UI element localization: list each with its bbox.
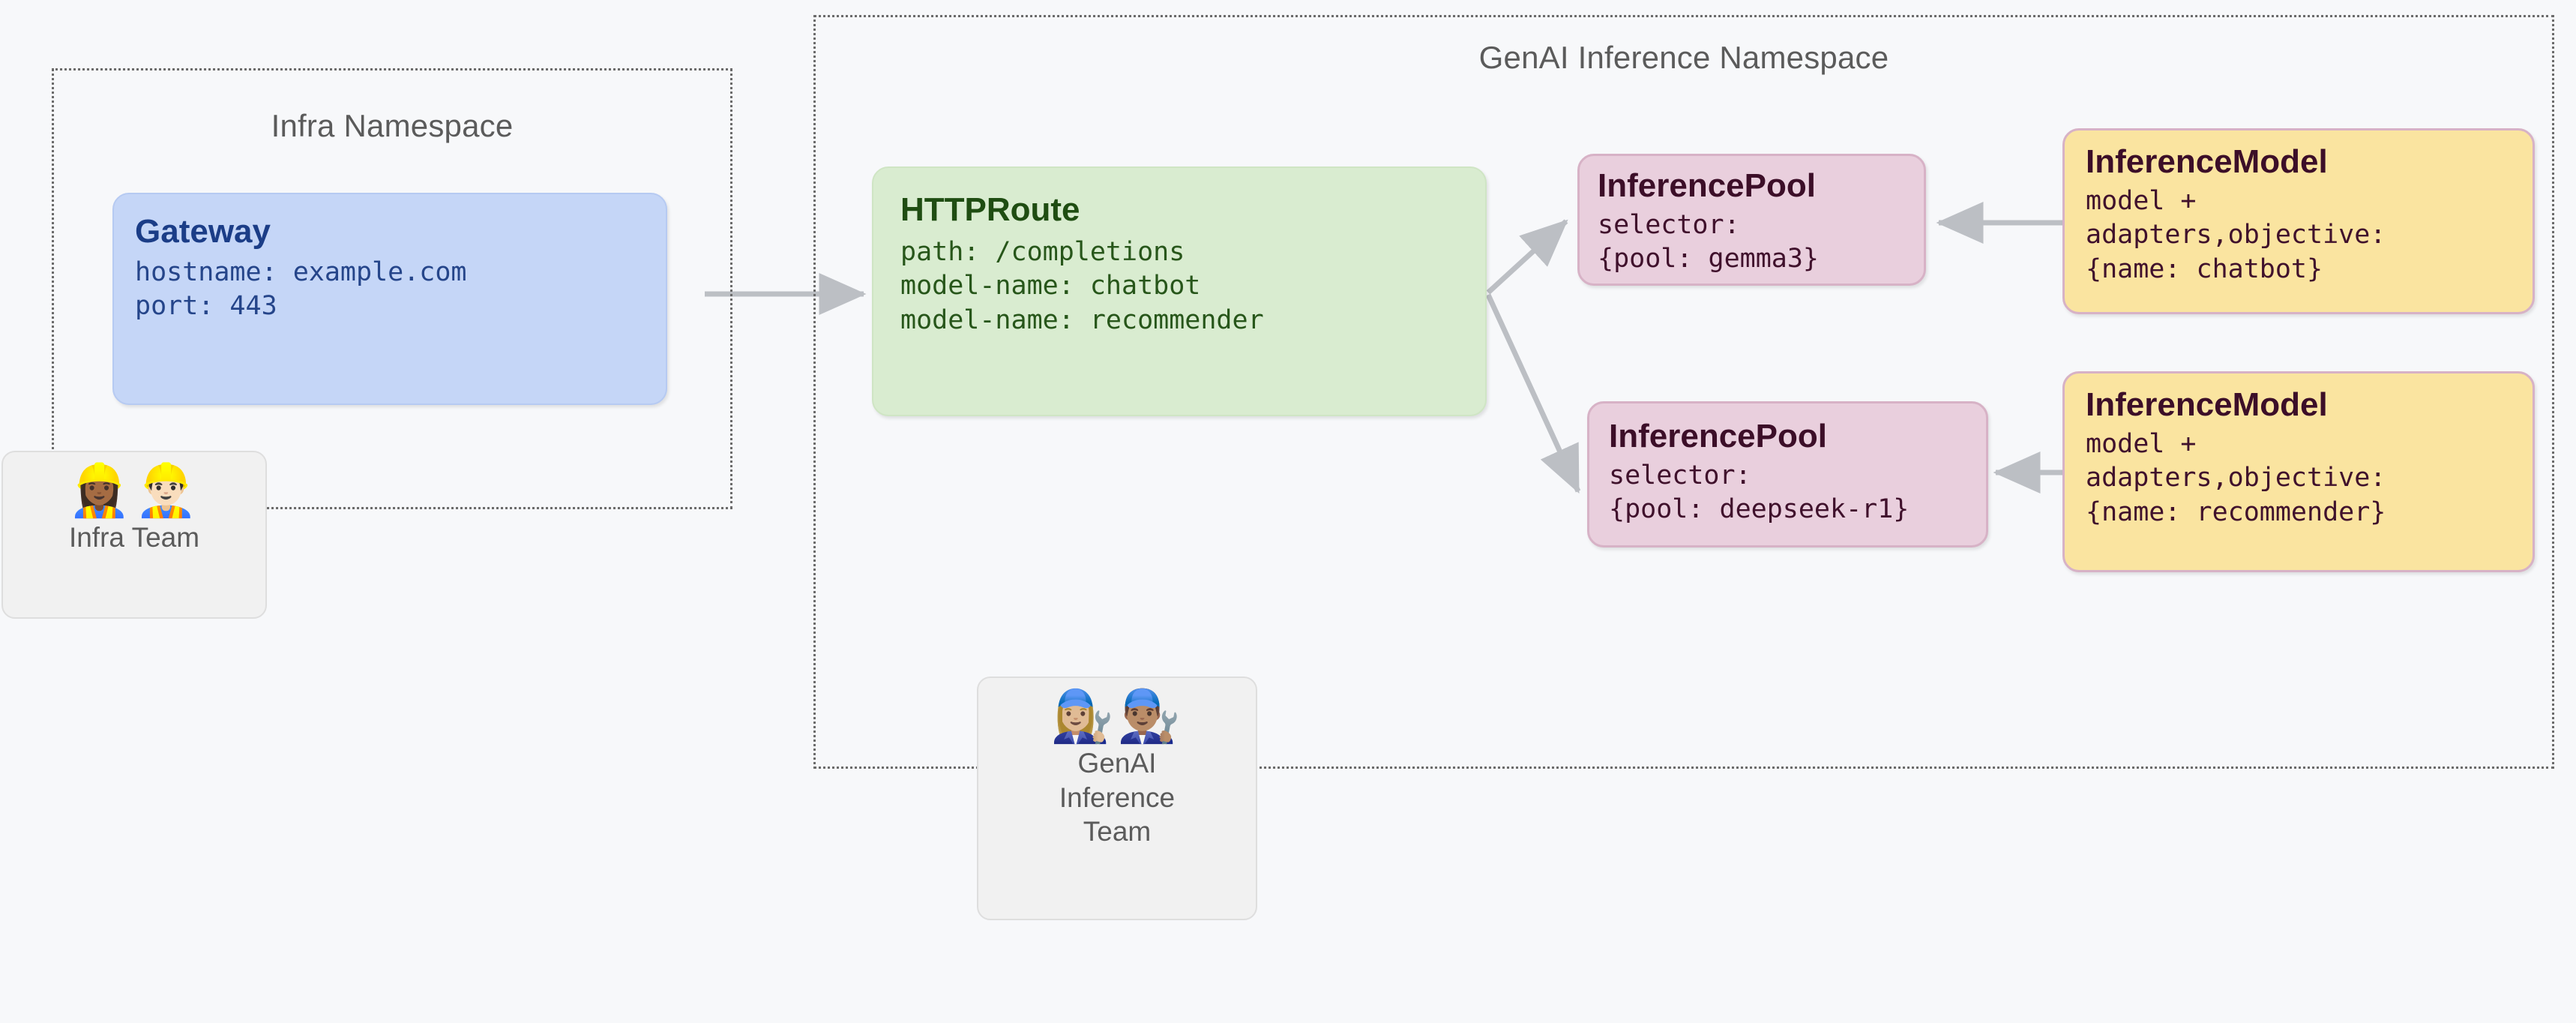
- node-gateway-hostname: hostname: example.com: [135, 256, 467, 287]
- node-gateway[interactable]: Gateway hostname: example.com port: 443: [112, 193, 667, 405]
- node-inferencemodel-chatbot-name: {name: chatbot}: [2086, 254, 2323, 284]
- node-inferencepool-gemma3-kind: InferencePool: [1598, 167, 1816, 204]
- node-inferencepool-gemma3[interactable]: InferencePool selector: {pool: gemma3}: [1577, 154, 1926, 286]
- node-httproute-path: path: /completions: [900, 236, 1185, 267]
- node-gateway-kind: Gateway: [135, 213, 271, 250]
- team-card-genai-inference[interactable]: 👩🏼‍🔧👨🏽‍🔧 GenAI Inference Team: [977, 676, 1257, 920]
- namespace-genai-title: GenAI Inference Namespace: [1478, 40, 1889, 75]
- node-gateway-port: port: 443: [135, 291, 277, 322]
- node-inferencepool-deepseek-r1-selector-value: {pool: deepseek-r1}: [1609, 494, 1910, 525]
- node-inferencemodel-chatbot[interactable]: InferenceModel model + adapters,objectiv…: [2062, 128, 2535, 314]
- node-inferencemodel-recommender-model: model +: [2086, 428, 2197, 459]
- node-httproute-model-name-chatbot: model-name: chatbot: [900, 271, 1201, 302]
- node-inferencemodel-chatbot-kind: InferenceModel: [2086, 143, 2328, 180]
- node-inferencemodel-chatbot-model: model +: [2086, 185, 2197, 216]
- node-inferencemodel-recommender[interactable]: InferenceModel model + adapters,objectiv…: [2062, 371, 2535, 572]
- node-inferencemodel-recommender-name: {name: recommender}: [2086, 496, 2386, 527]
- node-httproute[interactable]: HTTPRoute path: /completions model-name:…: [872, 166, 1487, 416]
- node-inferencemodel-recommender-kind: InferenceModel: [2086, 386, 2328, 423]
- node-inferencepool-deepseek-r1-kind: InferencePool: [1609, 418, 1827, 454]
- namespace-infra-title: Infra Namespace: [271, 108, 514, 143]
- infra-team-avatars-icon: 👷🏾‍♀️👷🏻‍♂️: [67, 462, 201, 519]
- node-inferencepool-deepseek-r1[interactable]: InferencePool selector: {pool: deepseek-…: [1587, 401, 1988, 548]
- node-httproute-kind: HTTPRoute: [900, 191, 1080, 228]
- node-inferencepool-deepseek-r1-selector: selector:: [1609, 460, 1751, 490]
- namespace-genai: GenAI Inference Namespace: [813, 15, 2554, 769]
- team-card-infra-label: Infra Team: [68, 522, 200, 554]
- node-inferencepool-gemma3-selector-value: {pool: gemma3}: [1598, 244, 1820, 274]
- node-httproute-model-name-recommender: model-name: recommender: [900, 304, 1264, 335]
- namespace-infra: Infra Namespace: [52, 68, 732, 509]
- genai-inference-team-avatars-icon: 👩🏼‍🔧👨🏽‍🔧: [1050, 688, 1184, 745]
- node-inferencemodel-chatbot-adapters: adapters,objective:: [2086, 220, 2386, 250]
- team-card-infra[interactable]: 👷🏾‍♀️👷🏻‍♂️ Infra Team: [1, 451, 267, 619]
- node-inferencemodel-recommender-adapters: adapters,objective:: [2086, 463, 2386, 494]
- node-inferencepool-gemma3-selector: selector:: [1598, 209, 1740, 240]
- team-card-genai-inference-label: GenAI Inference Team: [1059, 748, 1176, 847]
